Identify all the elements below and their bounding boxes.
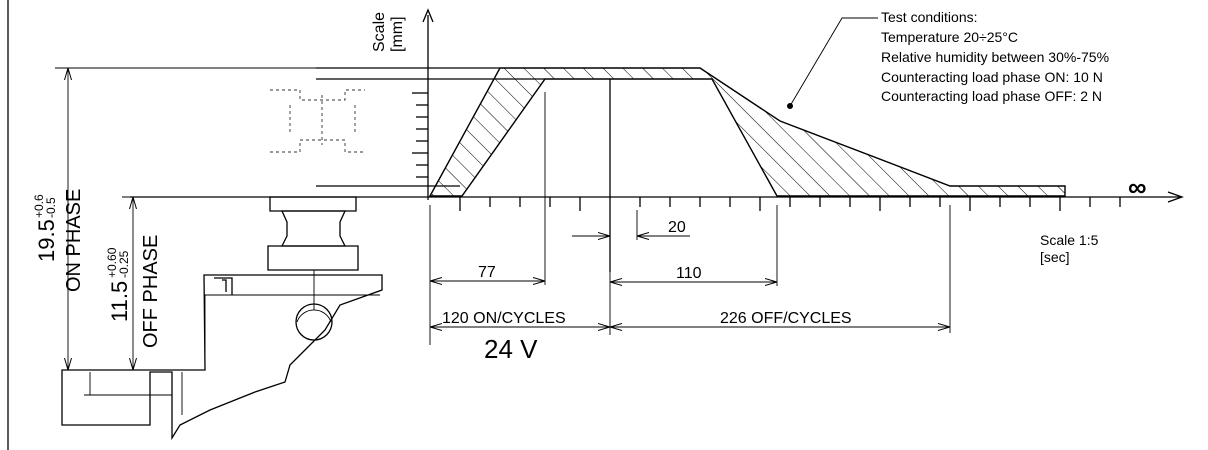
test-conditions-leader-dot [787, 103, 793, 109]
plunger-raised-ghost [270, 89, 365, 153]
x-axis-arrowhead [1167, 191, 1184, 203]
test-conditions-line-5: Counteracting load phase OFF: 2 N [881, 88, 1102, 104]
dimension-witness-lines [429, 92, 951, 345]
test-conditions-note: Test conditions: Temperature 20÷25°C Rel… [881, 9, 1109, 104]
x-axis-ticks [459, 197, 1121, 211]
dimension-110-label: 110 [676, 265, 702, 282]
x-axis-infinity-symbol: ∞ [1128, 172, 1147, 202]
y-axis-ticks [412, 92, 428, 178]
plunger-head [269, 196, 357, 212]
stroke-off-phase-label: OFF PHASE [140, 235, 162, 348]
off-cycles-label: 226 OFF/CYCLES [720, 310, 852, 327]
y-axis-label-line1: Scale [371, 12, 388, 52]
test-conditions-line-1: Test conditions: [881, 9, 978, 25]
actuator-housing [61, 274, 383, 441]
y-axis-label-line2: [mm] [389, 16, 406, 52]
stroke-off-value: 11.5 [107, 281, 132, 322]
plunger-neck [280, 210, 347, 247]
stroke-on-label: 19.5 +0.6 -0.5 ON PHASE [32, 189, 85, 292]
test-conditions-line-4: Counteracting load phase ON: 10 N [881, 69, 1103, 85]
plunger-base [267, 245, 359, 271]
actuator-body-drawing [61, 196, 383, 441]
test-conditions-line-2: Temperature 20÷25°C [881, 29, 1018, 45]
x-axis-scale-line1: Scale 1:5 [1040, 232, 1099, 248]
stroke-off-tol-plus: +0.60 [105, 247, 119, 278]
voltage-label: 24 V [484, 334, 538, 364]
stroke-on-phase-label: ON PHASE [63, 189, 85, 292]
test-conditions-leader [789, 17, 878, 107]
stroke-off-label: 11.5 +0.60 -0.25 OFF PHASE [105, 235, 162, 348]
stroke-on-tol-plus: +0.6 [32, 194, 46, 218]
test-conditions-line-3: Relative humidity between 30%-75% [881, 49, 1109, 65]
stroke-off-tol-minus: -0.25 [117, 250, 131, 278]
dimension-77-label: 77 [478, 264, 496, 281]
y-axis-arrowhead [422, 8, 434, 23]
dimension-20-label: 20 [668, 219, 686, 236]
hatched-profile-band [428, 67, 1066, 197]
on-cycles-label: 120 ON/CYCLES [442, 310, 566, 327]
stroke-on-value: 19.5 [34, 219, 59, 262]
stroke-on-tol-minus: -0.5 [44, 197, 58, 218]
x-axis-scale-line2: [sec] [1040, 249, 1070, 265]
